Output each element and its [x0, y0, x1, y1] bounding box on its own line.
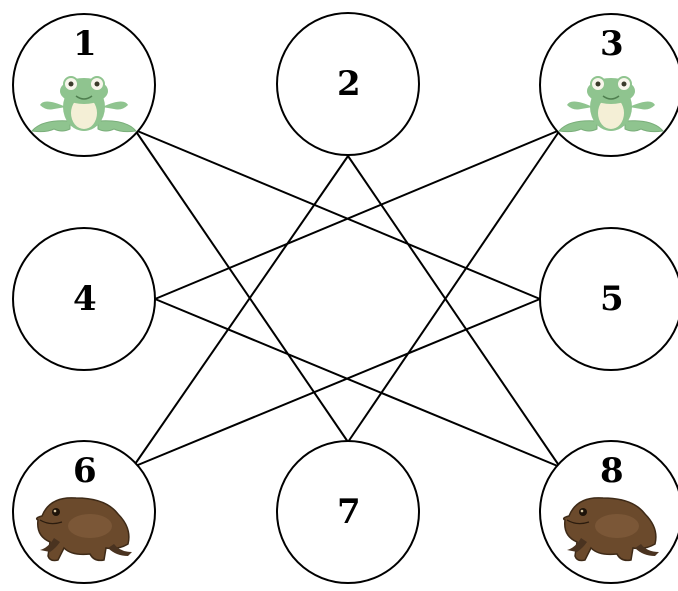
node-5[interactable]: 5 — [539, 227, 678, 371]
edge-2-8 — [347, 155, 561, 468]
node-1[interactable]: 1 — [12, 13, 156, 157]
connection-lines — [132, 129, 561, 468]
edge-1-7 — [134, 129, 349, 443]
node-6[interactable]: 6 — [12, 440, 156, 584]
brown-frog-icon — [562, 497, 659, 562]
node-8[interactable]: 8 — [539, 440, 678, 584]
node-circle[interactable] — [276, 12, 420, 156]
green-frog-icon — [558, 76, 664, 133]
node-circle[interactable] — [539, 227, 678, 371]
node-4[interactable]: 4 — [12, 227, 156, 371]
edge-4-8 — [154, 298, 561, 468]
node-label: 8 — [600, 451, 624, 491]
node-7[interactable]: 7 — [276, 440, 420, 584]
node-circle[interactable] — [276, 440, 420, 584]
edge-5-6 — [132, 298, 541, 468]
edge-3-7 — [347, 129, 561, 443]
node-circle[interactable] — [12, 227, 156, 371]
node-label: 4 — [73, 279, 97, 319]
node-label: 1 — [73, 24, 97, 64]
node-label: 5 — [600, 279, 624, 319]
edge-2-6 — [132, 155, 349, 468]
node-label: 6 — [73, 451, 97, 491]
green-frog-icon — [31, 76, 137, 133]
node-2[interactable]: 2 — [276, 12, 420, 156]
nodes: 1 2 3 4 5 6 7 8 — [12, 12, 678, 584]
node-label: 7 — [337, 492, 361, 532]
edge-3-4 — [154, 129, 561, 300]
node-3[interactable]: 3 — [539, 13, 678, 157]
edge-1-5 — [134, 129, 541, 300]
node-label: 2 — [337, 64, 361, 104]
node-label: 3 — [600, 24, 624, 64]
brown-frog-icon — [35, 497, 132, 562]
